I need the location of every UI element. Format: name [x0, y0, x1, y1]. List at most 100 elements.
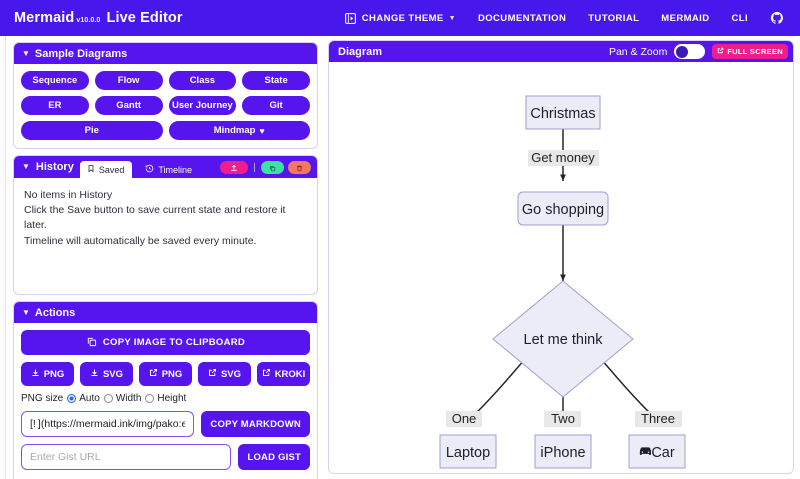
sidebar: ▼ Sample Diagrams Sequence Flow Class St… [6, 36, 325, 479]
open-png-label: PNG [161, 368, 183, 380]
diagram-canvas[interactable]: Get money One Two Three Christmas Go [329, 62, 793, 473]
sample-button-mindmap-label: Mindmap [213, 125, 256, 136]
history-action-buttons [220, 160, 311, 174]
sample-button-sequence-label: Sequence [32, 75, 78, 86]
download-png-button[interactable]: PNG [21, 362, 74, 386]
nav-documentation-label: DOCUMENTATION [478, 12, 567, 24]
gist-url-input[interactable] [21, 444, 232, 470]
sample-button-git-label: Git [269, 100, 283, 111]
node-christmas[interactable]: Christmas [525, 95, 601, 130]
sample-button-user-journey[interactable]: User Journey [168, 96, 237, 115]
tab-saved-label: Saved [98, 164, 125, 175]
sample-button-flow[interactable]: Flow [94, 71, 163, 90]
nav-documentation[interactable]: DOCUMENTATION [478, 13, 566, 24]
sample-button-gantt[interactable]: Gantt [94, 96, 163, 115]
pan-zoom-toggle[interactable] [674, 44, 706, 59]
nav-tutorial-label: TUTORIAL [588, 12, 640, 24]
markdown-input[interactable] [21, 411, 195, 437]
copy-history-button[interactable] [261, 160, 284, 174]
sample-button-state[interactable]: State [242, 71, 310, 90]
download-svg-button[interactable]: SVG [80, 362, 133, 386]
chevron-down-icon: ▼ [22, 48, 30, 58]
edge-let-me-think-to-laptop [468, 358, 526, 421]
history-empty-line-1: No items in History [24, 189, 113, 201]
nav-links: CHANGE THEME ▼ DOCUMENTATION TUTORIAL ME… [344, 11, 784, 25]
edge-label-bg [528, 150, 599, 166]
copy-image-label: COPY IMAGE TO CLIPBOARD [102, 337, 246, 348]
history-header: ▼ History Saved Timeline [14, 156, 317, 178]
node-go-shopping[interactable]: Go shopping [517, 191, 609, 226]
radio-auto[interactable] [67, 394, 77, 403]
gist-row: LOAD GIST [21, 444, 310, 470]
copy-markdown-button[interactable]: COPY MARKDOWN [201, 411, 310, 437]
download-svg-label: SVG [102, 368, 124, 380]
radio-width[interactable] [103, 394, 113, 403]
sample-button-pie[interactable]: Pie [21, 121, 163, 140]
brand-name: Mermaid [14, 10, 75, 26]
png-size-height-option[interactable]: Height [145, 393, 186, 404]
download-icon [90, 368, 99, 380]
sample-diagrams-body: Sequence Flow Class State ER Gantt User … [14, 64, 317, 148]
chevron-down-icon: ▼ [22, 307, 30, 317]
actions-header[interactable]: ▼ Actions [14, 302, 317, 323]
sample-row-2: ER Gantt User Journey Git [21, 96, 310, 115]
nav-cli[interactable]: CLI [731, 13, 748, 24]
history-title: History [35, 161, 74, 173]
full-screen-button[interactable]: FULL SCREEN [712, 44, 788, 59]
load-gist-button[interactable]: LOAD GIST [238, 444, 310, 470]
delete-history-button[interactable] [288, 160, 311, 174]
sample-button-class[interactable]: Class [168, 71, 237, 90]
flowchart-edge-labels: Get money One Two Three [446, 150, 682, 427]
sample-button-er[interactable]: ER [21, 96, 89, 115]
edge-label-three: Three [641, 411, 675, 426]
sample-button-git[interactable]: Git [242, 96, 310, 115]
actions-body: COPY IMAGE TO CLIPBOARD PNG [14, 323, 317, 479]
history-empty-line-3: Timeline will automatically be saved eve… [24, 234, 257, 247]
node-let-me-think[interactable]: Let me think [492, 280, 634, 398]
diagram-panel-title: Diagram [338, 45, 383, 58]
sample-button-flow-label: Flow [117, 75, 140, 86]
tab-timeline[interactable]: Timeline [138, 161, 200, 178]
open-kroki-button[interactable]: KROKI [257, 362, 310, 386]
sample-diagrams-card: ▼ Sample Diagrams Sequence Flow Class St… [13, 42, 318, 149]
external-link-icon [208, 368, 217, 380]
copy-image-to-clipboard-button[interactable]: COPY IMAGE TO CLIPBOARD [21, 330, 310, 355]
download-icon [31, 368, 40, 380]
png-size-options: PNG size Auto Width Height [21, 393, 310, 404]
markdown-row: COPY MARKDOWN [21, 411, 310, 437]
radio-height[interactable] [145, 394, 155, 403]
diagram-panel: Diagram Pan & Zoom FULL SCREEN [328, 40, 794, 474]
github-icon [770, 11, 784, 25]
png-size-auto-option[interactable]: Auto [67, 393, 100, 404]
sample-button-sequence[interactable]: Sequence [21, 71, 89, 90]
nav-mermaid[interactable]: MERMAID [661, 13, 709, 24]
nav-github[interactable] [770, 11, 784, 25]
sample-button-mindmap[interactable]: Mindmap ♥ [168, 121, 310, 140]
save-history-button[interactable] [220, 160, 248, 174]
nav-cli-label: CLI [731, 12, 748, 24]
png-size-width-option[interactable]: Width [103, 393, 142, 404]
open-svg-button[interactable]: SVG [198, 362, 251, 386]
sample-button-state-label: State [264, 75, 288, 86]
nav-change-theme[interactable]: CHANGE THEME ▼ [344, 12, 456, 25]
png-size-width-label: Width [115, 393, 142, 404]
open-png-button[interactable]: PNG [139, 362, 192, 386]
node-laptop[interactable]: Laptop [439, 434, 497, 469]
node-iphone[interactable]: iPhone [534, 434, 592, 469]
node-go-shopping-label: Go shopping [522, 202, 604, 218]
node-car[interactable]: Car [628, 434, 686, 469]
edge-label-one: One [452, 411, 477, 426]
nav-mermaid-label: MERMAID [661, 12, 710, 24]
sample-button-user-journey-label: User Journey [172, 100, 233, 111]
nav-tutorial[interactable]: TUTORIAL [588, 13, 639, 24]
flowchart-svg: Get money One Two Three Christmas Go [439, 95, 686, 469]
edge-label-bg [635, 411, 682, 427]
history-empty-state: No items in History Click the Save butto… [14, 178, 317, 294]
tab-saved[interactable]: Saved [79, 161, 133, 178]
bookmark-icon [87, 164, 95, 175]
edge-label-get-money: Get money [531, 150, 595, 165]
theme-book-icon [344, 12, 357, 25]
sample-diagrams-header[interactable]: ▼ Sample Diagrams [14, 43, 317, 64]
chevron-down-icon[interactable]: ▼ [22, 162, 30, 171]
